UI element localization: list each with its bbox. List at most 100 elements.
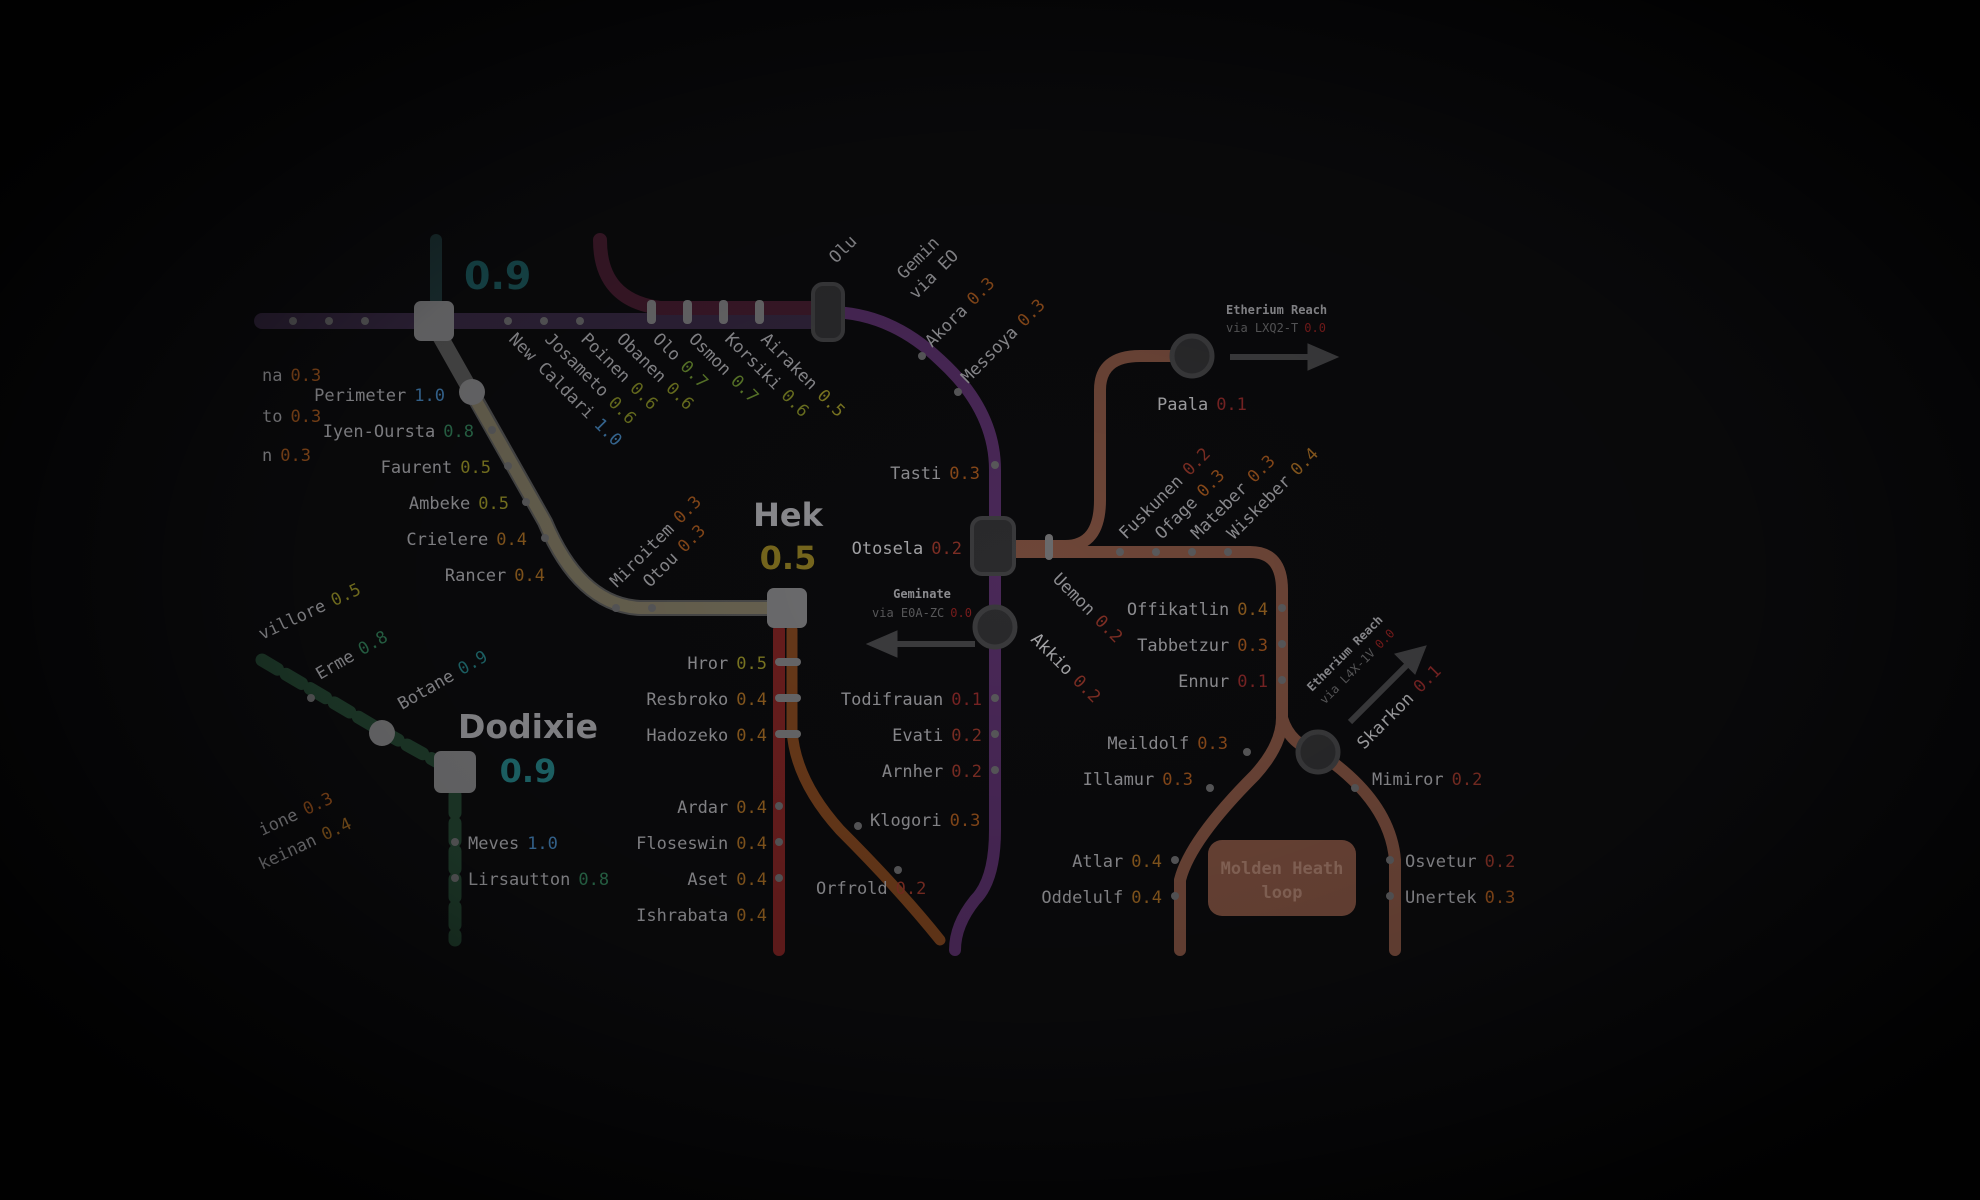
station-sec: 0.5 (328, 580, 364, 611)
station-name: Botane (395, 666, 458, 714)
station-dot (612, 604, 620, 612)
akkio-gate[interactable] (972, 604, 1018, 650)
station-dot (488, 426, 496, 434)
station-label-unertek[interactable]: Unertek 0.3 (1405, 888, 1515, 908)
station-label-uemon[interactable]: Uemon0.2 (1048, 569, 1126, 647)
station-sec: 0.2 (951, 762, 982, 782)
botane-node[interactable] (369, 720, 395, 746)
perimeter-node[interactable] (459, 379, 485, 405)
hek-hub[interactable] (767, 588, 807, 628)
station-dot (1243, 748, 1251, 756)
station-name: Offikatlin (1127, 600, 1229, 620)
station-sec: 0.5 (813, 386, 849, 422)
station-name: na (262, 366, 282, 386)
station-dot (540, 317, 548, 325)
station-dot (775, 874, 783, 882)
hek-sec: 0.5 (760, 539, 817, 577)
station-sec: 0.4 (1287, 444, 1323, 480)
corner-hub[interactable] (414, 301, 454, 341)
station-dot (1386, 892, 1394, 900)
station-name: Hadozeko (646, 726, 728, 746)
geminate-arrow-head (865, 630, 898, 658)
station-label-otosela[interactable]: Otosela 0.2 (852, 539, 962, 559)
station-name: Orfrold (816, 879, 888, 899)
station-sec: 0.2 (931, 539, 962, 559)
station-dot (991, 694, 999, 702)
station-sec: 0.3 (290, 407, 321, 427)
otosela-hub[interactable] (970, 516, 1016, 576)
station-label-villore[interactable]: villore0.5 (256, 580, 364, 645)
station-label-erme[interactable]: Erme0.8 (313, 627, 392, 684)
station-dot (504, 462, 512, 470)
station-label-na[interactable]: na 0.3 (262, 366, 321, 386)
paala-gate[interactable] (1169, 333, 1215, 379)
station-label-messoya[interactable]: Messoya0.3 (957, 295, 1049, 387)
station-label-akkio[interactable]: Akkio0.2 (1026, 629, 1104, 707)
dodixie-sec: 0.9 (500, 752, 557, 790)
pill-marker (755, 300, 764, 324)
station-sec: 0.3 (963, 274, 999, 310)
station-sec: 0.4 (736, 690, 767, 710)
station-sec: 1.0 (414, 386, 445, 406)
station-sec: 0.3 (300, 789, 336, 820)
station-name: Tabbetzur (1137, 636, 1229, 656)
dodixie-hub[interactable] (434, 751, 476, 793)
etherium-reach-top-sec: 0.0 (1304, 321, 1326, 335)
station-name: Ardar (677, 798, 728, 818)
station-dot (991, 766, 999, 774)
skarkon-gate[interactable] (1295, 729, 1341, 775)
station-name: Unertek (1405, 888, 1477, 908)
station-name: Otosela (852, 539, 924, 559)
station-sec: 0.3 (1197, 734, 1228, 754)
route-line-maroon (593, 233, 837, 315)
station-sec: 0.2 (1090, 611, 1126, 647)
station-name: Akora (921, 301, 971, 351)
station-name: Atlar (1072, 852, 1123, 872)
station-sec: 0.3 (280, 446, 311, 466)
station-label-olu[interactable]: Olu (825, 232, 861, 268)
station-sec: 0.3 (290, 366, 321, 386)
station-sec: 0.3 (670, 492, 706, 528)
station-sec: 0.3 (1485, 888, 1516, 908)
station-sec: 0.3 (950, 811, 981, 831)
station-name: Paala (1157, 395, 1208, 415)
top-junction[interactable] (811, 282, 845, 342)
station-name: Aset (687, 870, 728, 890)
station-label-botane[interactable]: Botane0.9 (395, 647, 492, 714)
station-sec: 0.2 (1068, 671, 1104, 707)
